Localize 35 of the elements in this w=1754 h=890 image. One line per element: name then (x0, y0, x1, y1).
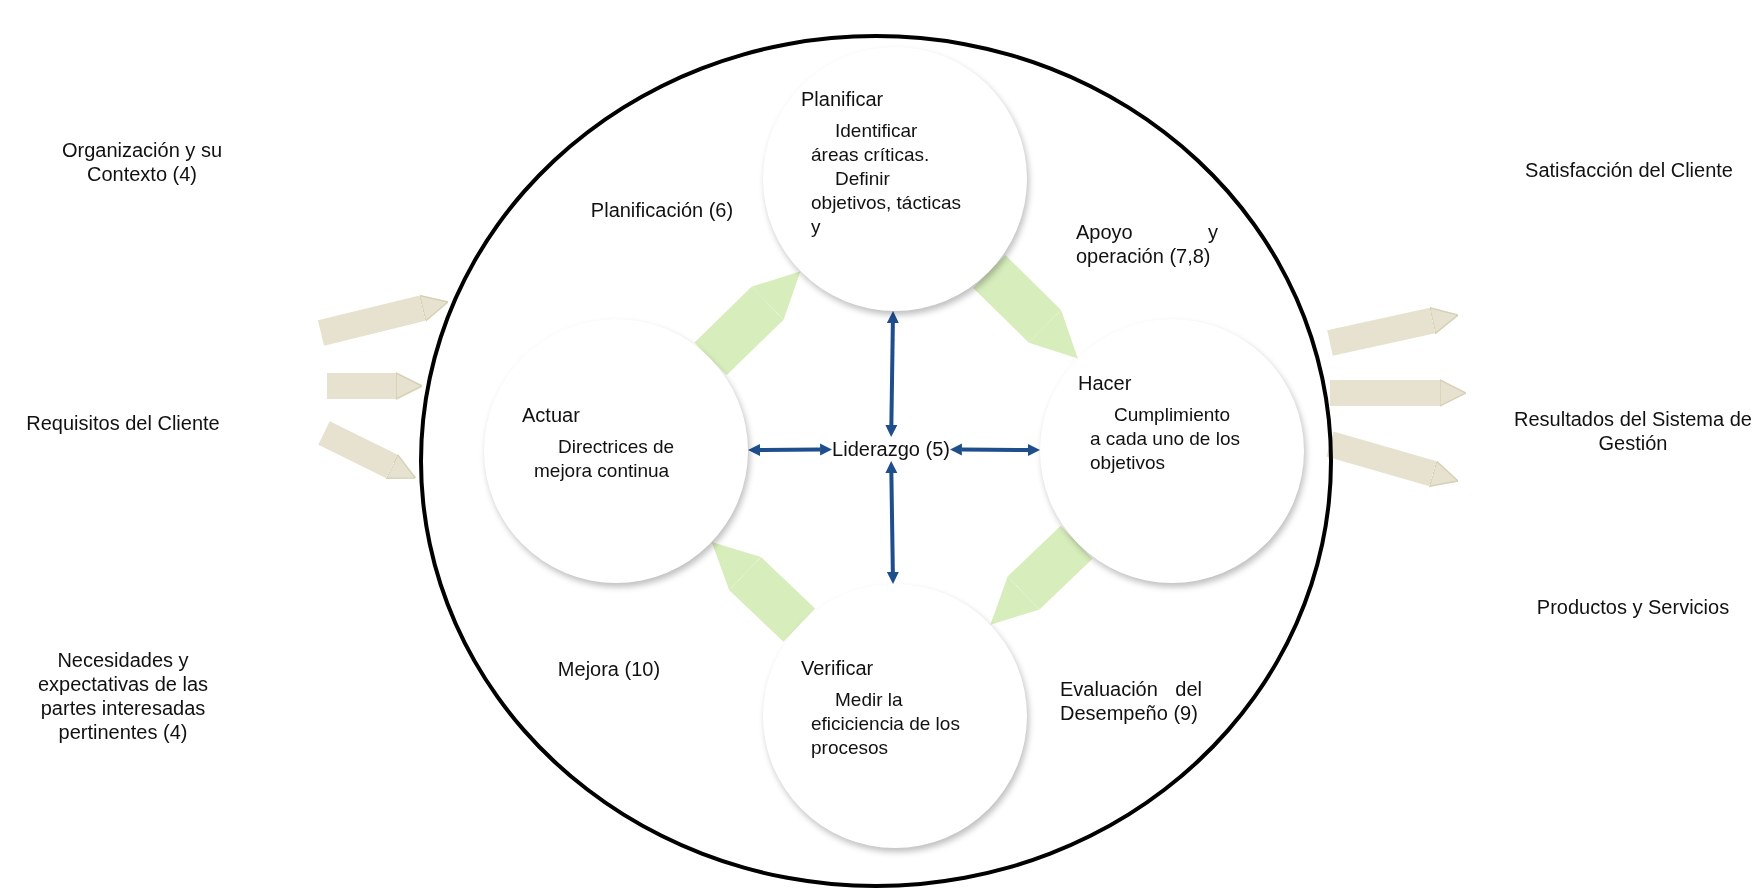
double-arrow (885, 461, 899, 584)
text-label: Mejora (10) (556, 657, 662, 681)
block-arrow (973, 255, 1078, 359)
center-text: Liderazgo (5) (832, 437, 950, 461)
circle-text: Medir la eficiciencia de los procesos (811, 688, 961, 760)
circle-title: Hacer (1078, 371, 1132, 395)
block-arrow (327, 372, 423, 400)
block-arrow (694, 271, 801, 376)
text-label: Productos y Servicios (1535, 595, 1731, 619)
text-label: Resultados del Sistema de Gestión (1513, 407, 1753, 455)
text-label: Organización y su Contexto (4) (60, 138, 224, 186)
text-label: Satisfacción del Cliente (1524, 158, 1734, 182)
block-arrow (318, 421, 417, 479)
double-arrow (885, 311, 899, 437)
circle-text: Identificar áreas críticas. (811, 119, 931, 167)
block-arrow (1330, 379, 1467, 407)
text-label: Requisitos del Cliente (25, 411, 221, 435)
double-arrow (748, 443, 833, 456)
text-label: Necesidades y expectativas de las partes interesadas pertinentes (4) (36, 648, 210, 744)
text-label: Evaluación del Desempeño (9) (1060, 677, 1202, 725)
outer-circle (419, 34, 1333, 888)
circle-text: Cumplimiento a cada uno de los objetivos (1090, 403, 1240, 475)
circle-text: Definir objetivos, tácticas y (811, 167, 961, 239)
circle-title: Verificar (801, 656, 874, 680)
circle-title: Actuar (522, 403, 580, 427)
circle-text: Directrices de mejora continua (534, 435, 676, 483)
circle-title: Planificar (801, 87, 884, 111)
block-arrow (711, 541, 816, 642)
text-label: Apoyo y operación (7,8) (1076, 220, 1218, 268)
block-arrow (990, 525, 1093, 625)
block-arrow (1326, 431, 1459, 488)
text-label: Planificación (6) (589, 198, 735, 222)
block-arrow (317, 294, 449, 346)
block-arrow (1327, 307, 1459, 356)
double-arrow (949, 443, 1040, 456)
